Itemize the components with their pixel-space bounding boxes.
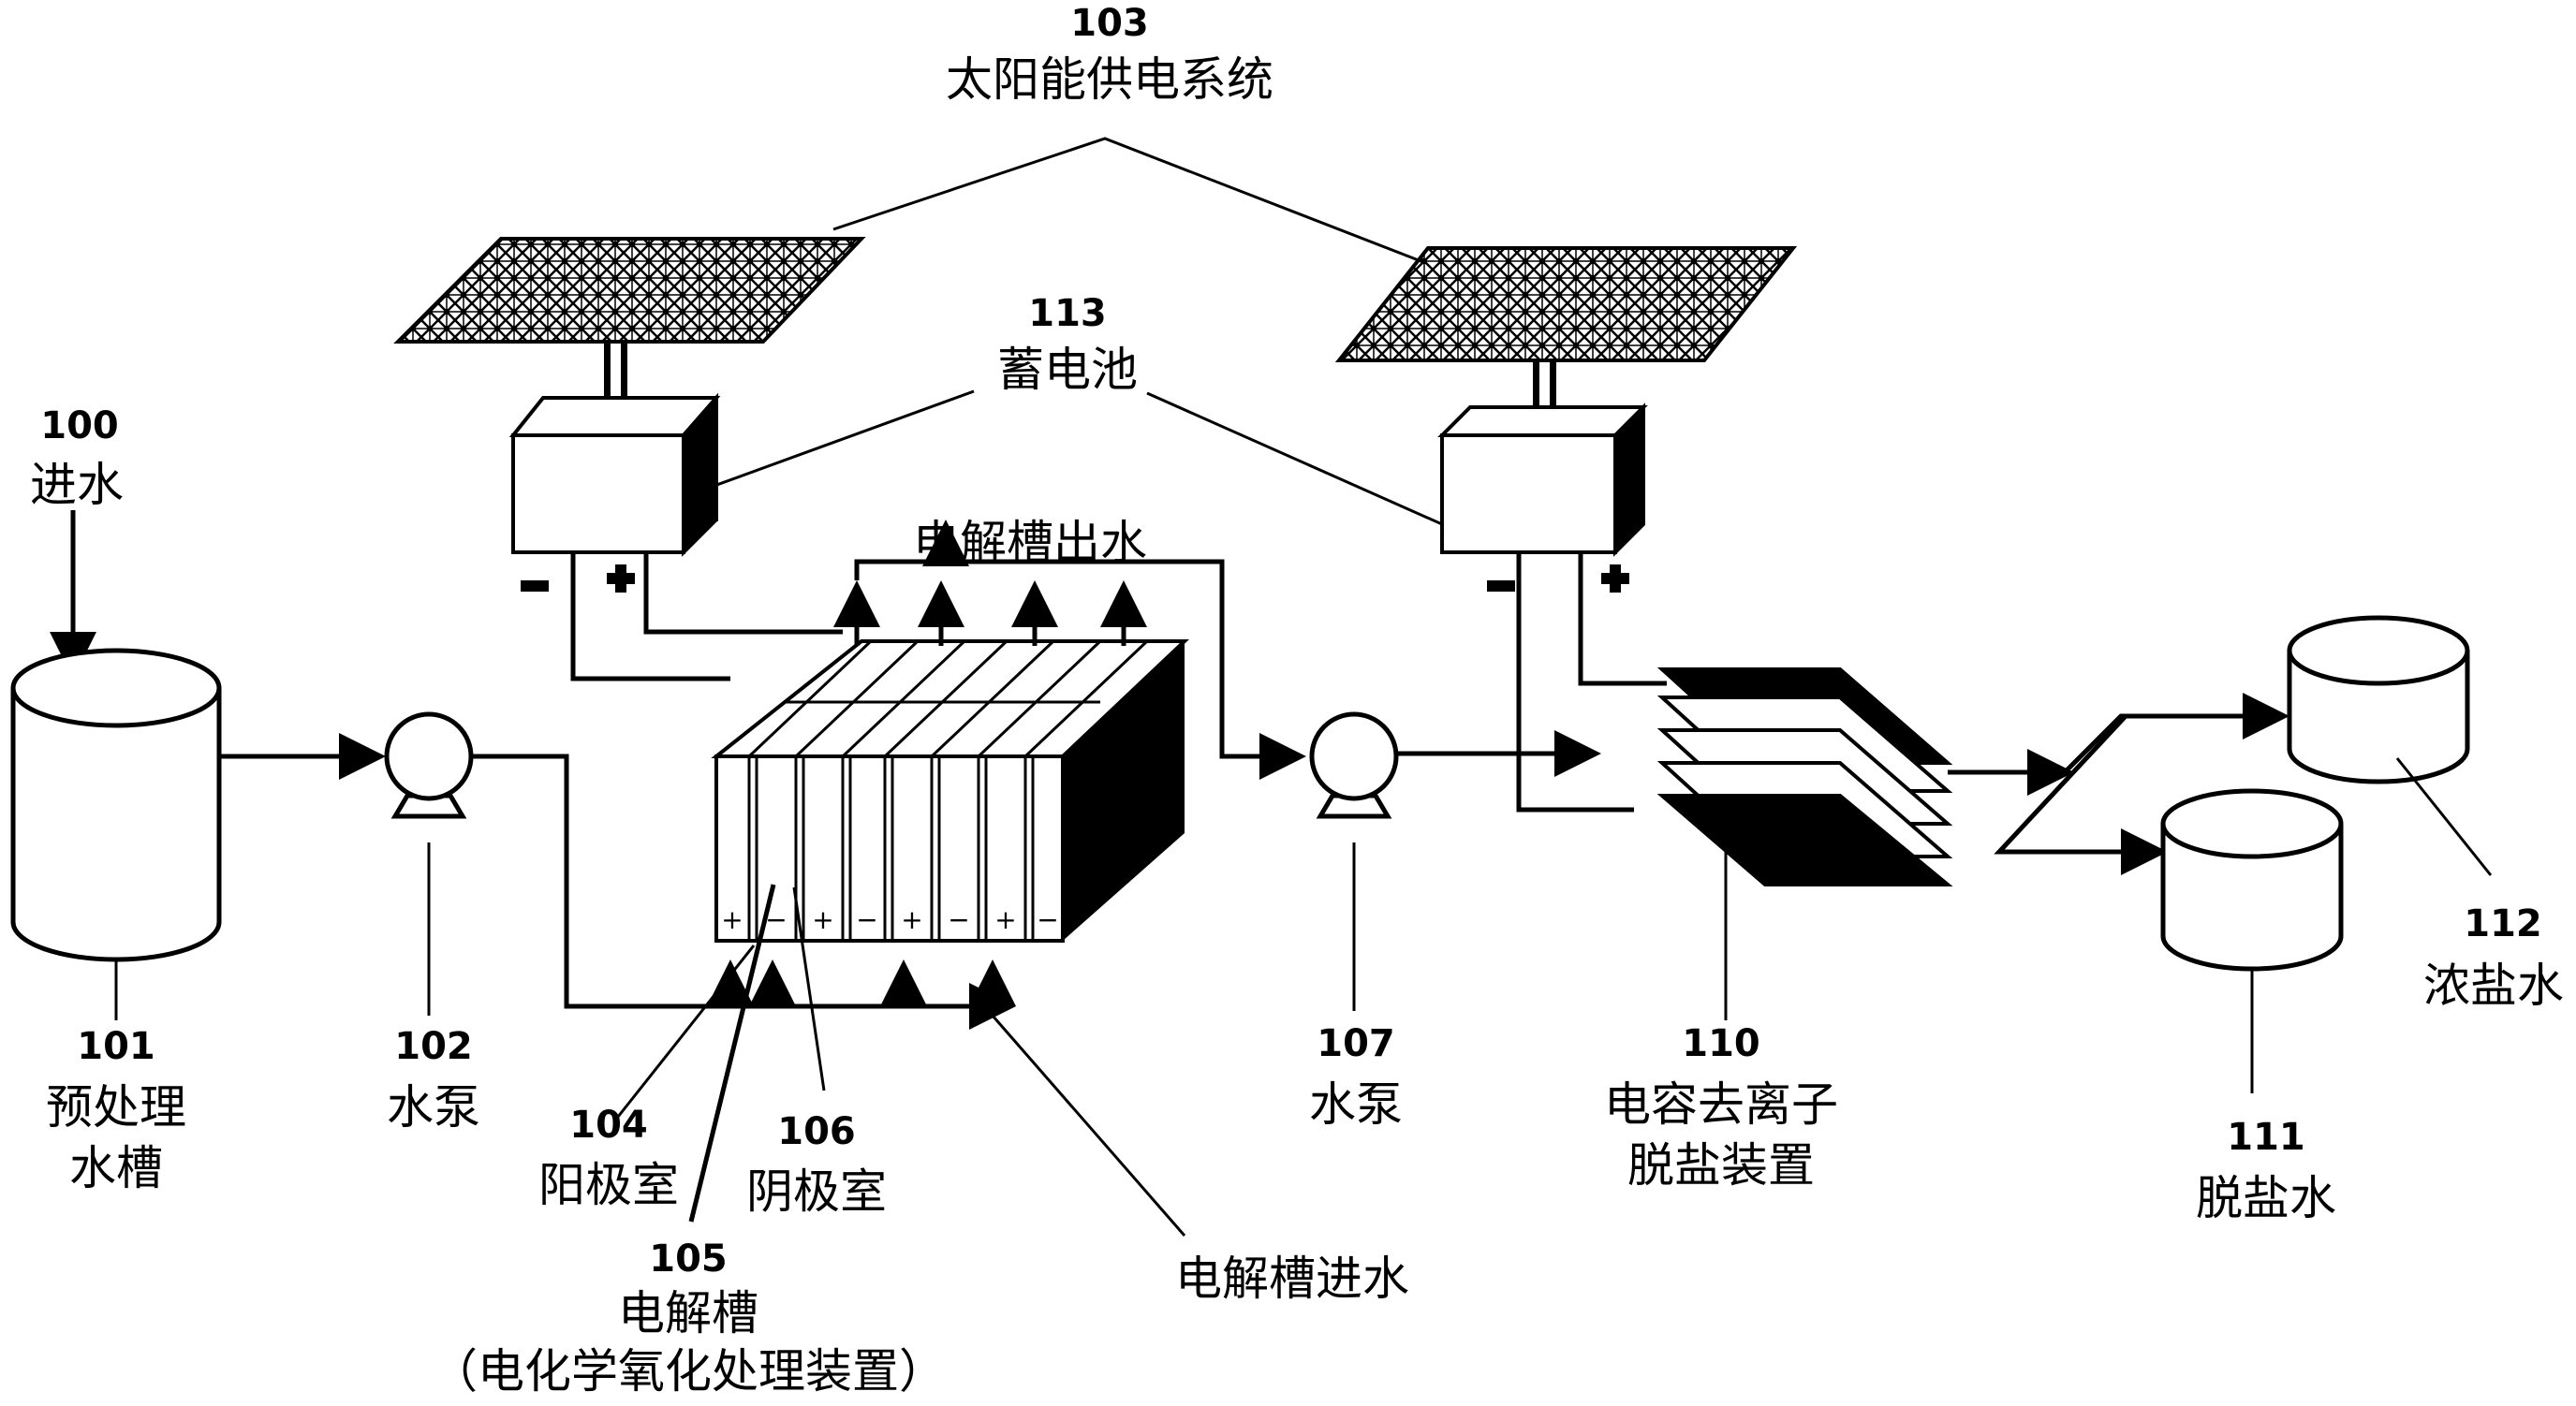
inlet-number: 100 (40, 404, 119, 447)
cell-label: 电解槽 (618, 1286, 758, 1340)
cell-plates (747, 639, 1149, 941)
wire-right-positive (1578, 552, 1667, 686)
cell-sign: + (994, 904, 1016, 935)
brine-number: 112 (2464, 902, 2542, 945)
anode-number: 104 (569, 1104, 648, 1147)
solar-label: 太阳能供电系统 (946, 52, 1273, 107)
solar-panel-right (1334, 246, 1798, 362)
cdi-number: 110 (1682, 1022, 1760, 1065)
pump2-number: 107 (1317, 1022, 1395, 1065)
cathode-label: 阴极室 (746, 1164, 887, 1219)
battery-right (1437, 403, 1648, 557)
solar-leader (832, 137, 1424, 264)
pipe-to-desal (1994, 714, 2168, 875)
wire-left-negative (570, 552, 730, 681)
brine-leader (2395, 757, 2493, 876)
cell-sign: − (1037, 904, 1058, 935)
inlet-label: 进水 (30, 458, 124, 512)
cell-leader (688, 884, 776, 1223)
pretreatment-tank (10, 648, 222, 962)
pump1-label: 水泵 (387, 1080, 480, 1135)
pump2-label: 水泵 (1309, 1077, 1403, 1132)
battery-number: 113 (1028, 292, 1107, 335)
battery-left (508, 392, 721, 557)
anode-leader (616, 945, 756, 1118)
cell-sign: + (812, 904, 833, 935)
solar-panel-left (393, 237, 866, 344)
cell-note: （电化学氧化处理装置） (431, 1344, 946, 1399)
cathode-number: 106 (777, 1110, 856, 1153)
pipe-to-brine (2063, 693, 2289, 774)
cell-sign: − (856, 904, 877, 935)
cell-inlet-label: 电解槽进水 (1175, 1252, 1409, 1306)
pump-102 (384, 711, 474, 819)
pipe-cell-inlet (471, 754, 1016, 1030)
desalinated-tank (2160, 788, 2344, 972)
cdi-label-line1: 电容去离子 (1604, 1077, 1838, 1132)
desal-number: 111 (2227, 1116, 2305, 1159)
cathode-leader (792, 886, 826, 1091)
cdi-stack (1656, 667, 1953, 886)
pump1-number: 102 (394, 1025, 473, 1068)
cell-sign: − (765, 904, 787, 935)
electrolytic-cell: + − + − + − + − (711, 639, 1190, 943)
cell-outlet-arrows (833, 520, 1147, 646)
pretank-label-line1: 预处理 (46, 1080, 186, 1135)
wire-left-positive (643, 552, 843, 635)
pretank-number: 101 (77, 1025, 155, 1068)
pipe-cell-outlet (854, 559, 1306, 780)
brine-tank (2287, 615, 2470, 784)
wire-right-negative (1516, 552, 1634, 813)
battery-leader-left (711, 389, 975, 489)
cell-sign: + (901, 904, 922, 935)
pretank-label-line2: 水槽 (69, 1141, 163, 1195)
battery-leader-right (1146, 391, 1443, 526)
cell-inlet-leader (991, 1015, 1186, 1237)
cell-electrode-signs: + − + − + − + − (721, 904, 1058, 935)
cell-sign: + (721, 904, 743, 935)
cell-number: 105 (649, 1238, 728, 1281)
solar-number: 103 (1070, 2, 1149, 45)
terminal-signs (521, 564, 1629, 593)
desal-label: 脱盐水 (2196, 1171, 2336, 1225)
pump-107 (1309, 711, 1399, 819)
cell-inlet-arrows (707, 959, 1016, 1006)
cell-sign: − (948, 904, 969, 935)
cdi-label-line2: 脱盐装置 (1627, 1138, 1815, 1193)
anode-label: 阳极室 (538, 1158, 679, 1212)
battery-label: 蓄电池 (997, 343, 1138, 397)
brine-label: 浓盐水 (2423, 959, 2564, 1013)
solar-mounts (604, 342, 1556, 424)
cell-outlet-label: 电解槽出水 (913, 516, 1147, 570)
